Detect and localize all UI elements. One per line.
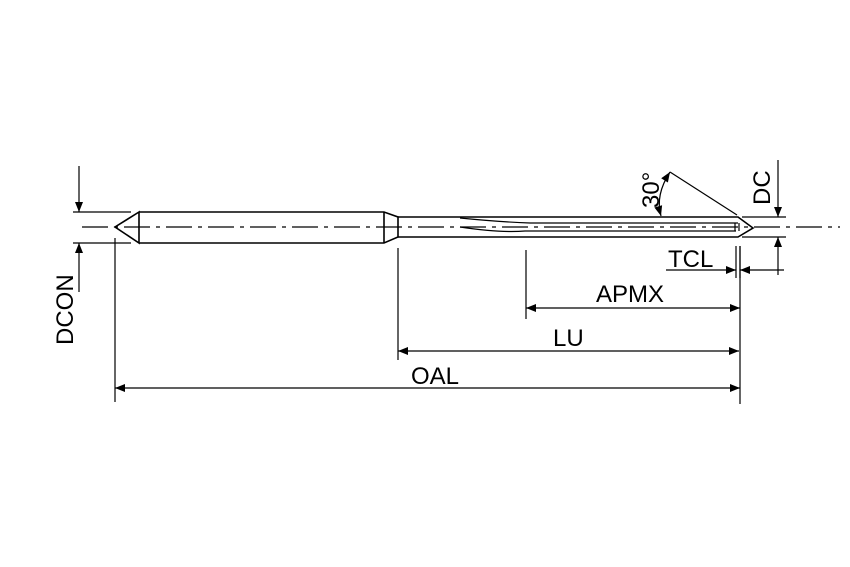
tcl-label: TCL [668, 246, 713, 273]
dc-label: DC [749, 170, 776, 205]
oal-label: OAL [411, 363, 459, 390]
dcon-dimension: DCON [52, 166, 131, 345]
oal-dimension: OAL [114, 238, 741, 404]
tool-outline [113, 210, 755, 245]
shank-chamfer [113, 210, 140, 245]
point-angle-dimension: 30° [638, 171, 738, 217]
angle-label: 30° [638, 172, 665, 208]
flute-upper [459, 217, 738, 224]
tcl-dimension: TCL [666, 246, 784, 278]
dcon-label: DCON [52, 274, 79, 345]
dc-dimension: DC [742, 160, 786, 275]
shank [139, 211, 399, 244]
neck [398, 216, 755, 238]
apmx-dimension: APMX [525, 250, 740, 319]
lu-dimension: LU [397, 248, 739, 360]
flute-lower [459, 226, 736, 233]
apmx-label: APMX [596, 281, 664, 308]
lu-label: LU [553, 325, 584, 352]
